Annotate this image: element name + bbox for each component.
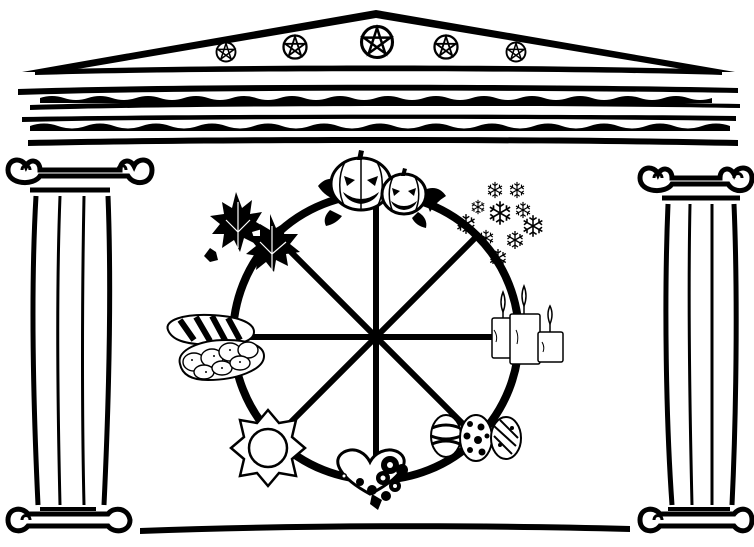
snowflake-icon bbox=[510, 182, 524, 198]
pentacle-icon bbox=[435, 36, 458, 59]
braided-bread-icon bbox=[167, 315, 264, 380]
snowflake-icon bbox=[507, 231, 523, 249]
snowflake-icon bbox=[516, 202, 530, 218]
snowflake-icon bbox=[490, 201, 510, 224]
snowflake-icon bbox=[524, 215, 543, 237]
pentacle-icon bbox=[217, 43, 236, 62]
easter-eggs-icon bbox=[431, 415, 521, 461]
pentacle-icon bbox=[507, 43, 526, 62]
entablature bbox=[18, 85, 740, 146]
temple-floor bbox=[140, 523, 630, 534]
ionic-column-right bbox=[640, 168, 752, 531]
sun-icon bbox=[231, 410, 305, 486]
snowflake-icon bbox=[472, 200, 484, 214]
jack-o-lanterns-icon bbox=[318, 150, 446, 228]
candles-icon bbox=[492, 286, 563, 364]
snowflake-icon bbox=[488, 182, 502, 198]
ionic-column-left bbox=[8, 160, 152, 531]
pentacle-icon bbox=[362, 27, 393, 58]
pentacle-icon bbox=[284, 36, 307, 59]
